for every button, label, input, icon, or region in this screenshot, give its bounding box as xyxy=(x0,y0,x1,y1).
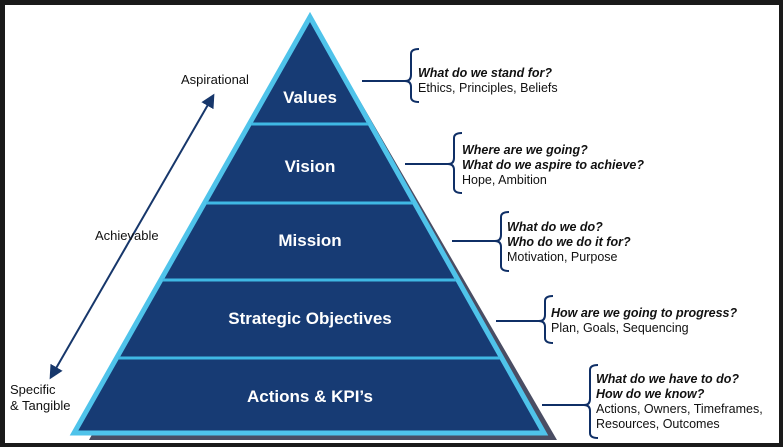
annotation-text: Plan, Goals, Sequencing xyxy=(551,321,689,335)
annotation-question: What do we aspire to achieve? xyxy=(462,158,644,172)
bracket-mission xyxy=(452,211,510,272)
level-vision-label: Vision xyxy=(284,157,336,176)
annotation-question: Who do we do it for? xyxy=(507,235,631,249)
bracket-actions-kpis xyxy=(542,364,599,439)
annotation-values: What do we stand for? Ethics, Principles… xyxy=(418,66,558,96)
annotation-text: Resources, Outcomes xyxy=(596,417,720,431)
annotation-text: Actions, Owners, Timeframes, xyxy=(596,402,763,416)
bracket-values xyxy=(362,48,420,103)
annotation-text: Ethics, Principles, Beliefs xyxy=(418,81,558,95)
bracket-vision xyxy=(405,132,463,194)
label-aspirational: Aspirational xyxy=(181,72,249,87)
annotation-question: How are we going to progress? xyxy=(551,306,738,320)
annotation-text: Hope, Ambition xyxy=(462,173,547,187)
label-tangible: & Tangible xyxy=(10,398,71,413)
level-values-label: Values xyxy=(283,88,337,107)
annotation-question: How do we know? xyxy=(596,387,705,401)
annotation-question: Where are we going? xyxy=(462,143,588,157)
achievability-arrow xyxy=(49,93,215,380)
level-actions-kpis-label: Actions & KPI’s xyxy=(247,387,373,406)
annotation-question: What do we have to do? xyxy=(596,372,740,386)
annotation-mission: What do we do? Who do we do it for? Moti… xyxy=(507,220,631,265)
annotation-strategic-objectives: How are we going to progress? Plan, Goal… xyxy=(551,306,737,336)
annotation-actions-kpis: What do we have to do? How do we know? A… xyxy=(596,372,763,432)
level-strategic-objectives-label: Strategic Objectives xyxy=(228,309,392,328)
annotation-question: What do we do? xyxy=(507,220,603,234)
diagram-canvas: Aspirational Achievable Specific & Tangi… xyxy=(5,5,779,443)
annotation-text: Motivation, Purpose xyxy=(507,250,618,264)
bracket-strategic-objectives xyxy=(496,295,554,344)
level-mission-label: Mission xyxy=(278,231,342,250)
annotation-question: What do we stand for? xyxy=(418,66,553,80)
label-achievable: Achievable xyxy=(95,228,159,243)
pyramid-diagram xyxy=(49,11,599,440)
annotation-vision: Where are we going? What do we aspire to… xyxy=(462,143,644,188)
label-specific-tangible: Specific & Tangible xyxy=(10,382,70,414)
label-specific: Specific xyxy=(10,382,56,397)
